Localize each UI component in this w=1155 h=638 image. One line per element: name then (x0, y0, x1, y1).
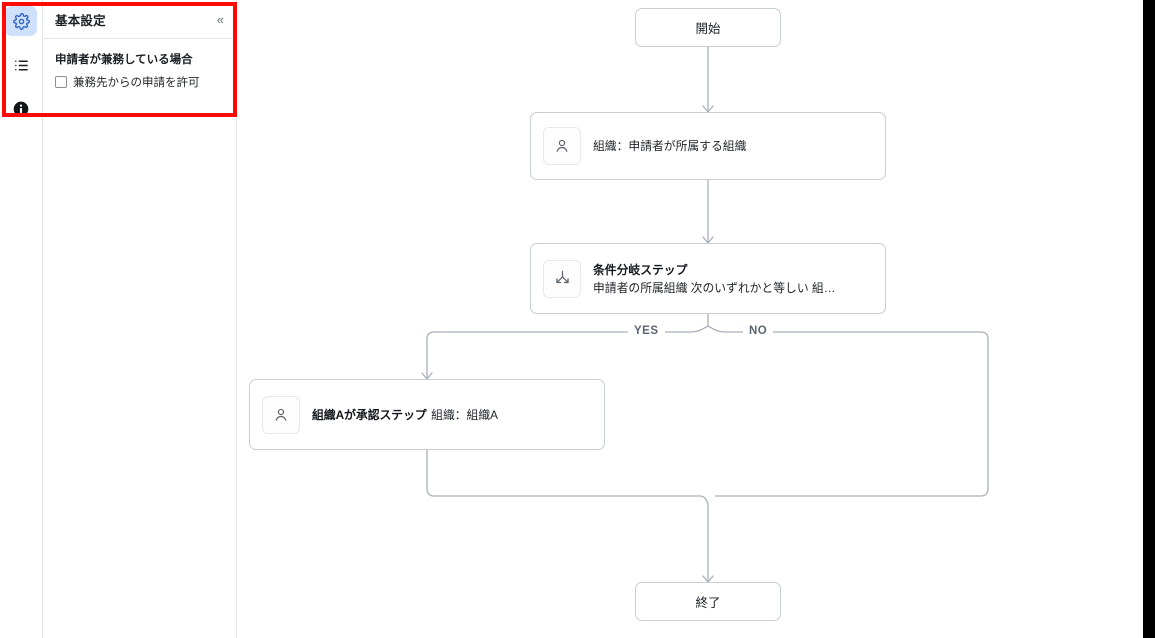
node-end[interactable]: 終了 (635, 582, 781, 621)
allow-concurrent-application-label: 兼務先からの申請を許可 (73, 77, 200, 89)
info-icon (13, 101, 29, 117)
panel-body: 申請者が兼務している場合 兼務先からの申請を許可 (43, 39, 236, 90)
person-icon (543, 127, 581, 165)
node-org-step[interactable]: 組織：申請者が所属する組織 (530, 112, 886, 180)
allow-concurrent-application-row[interactable]: 兼務先からの申請を許可 (55, 74, 224, 90)
right-black-gutter (1143, 0, 1155, 638)
node-approval-step[interactable]: 組織Aが承認ステップ 組織：組織A (249, 379, 605, 450)
flow-canvas[interactable]: 開始 組織：申請者が所属する組織 (238, 0, 1143, 638)
setting-group-label: 申請者が兼務している場合 (55, 54, 193, 66)
left-icon-rail (0, 0, 43, 638)
node-start[interactable]: 開始 (635, 8, 781, 47)
node-end-label: 終了 (695, 596, 721, 610)
node-condition-step-text: 条件分岐ステップ 申請者の所属組織 次のいずれかと等しい 組… (593, 261, 885, 297)
node-org-step-text: 組織：申請者が所属する組織 (593, 137, 746, 155)
branch-label-no: NO (743, 325, 774, 337)
branch-split-icon (543, 259, 581, 298)
settings-panel: 基本設定 « 申請者が兼務している場合 兼務先からの申請を許可 (43, 0, 237, 638)
rail-button-info[interactable] (5, 94, 37, 124)
node-approval-step-title: 組織Aが承認ステップ (312, 407, 427, 422)
node-org-step-subtitle: 組織：申請者が所属する組織 (593, 139, 747, 153)
panel-title: 基本設定 (55, 13, 106, 28)
node-approval-step-text: 組織Aが承認ステップ 組織：組織A (312, 406, 498, 424)
node-approval-step-subtitle: 組織：組織A (431, 407, 499, 422)
branch-label-yes: YES (628, 325, 665, 337)
list-icon (13, 57, 30, 74)
allow-concurrent-application-checkbox[interactable] (55, 76, 67, 88)
node-condition-step-title: 条件分岐ステップ (593, 262, 688, 277)
rail-button-list[interactable] (5, 50, 37, 80)
node-condition-step[interactable]: 条件分岐ステップ 申請者の所属組織 次のいずれかと等しい 組… (530, 243, 886, 314)
rail-button-settings[interactable] (5, 6, 37, 36)
panel-header: 基本設定 « (43, 0, 236, 39)
collapse-panel-button[interactable]: « (216, 11, 224, 27)
flow-connectors (421, 47, 989, 584)
node-condition-step-subtitle: 申請者の所属組織 次のいずれかと等しい 組… (593, 280, 836, 295)
person-icon (262, 395, 300, 434)
gear-icon (12, 12, 30, 30)
node-start-label: 開始 (695, 22, 721, 36)
